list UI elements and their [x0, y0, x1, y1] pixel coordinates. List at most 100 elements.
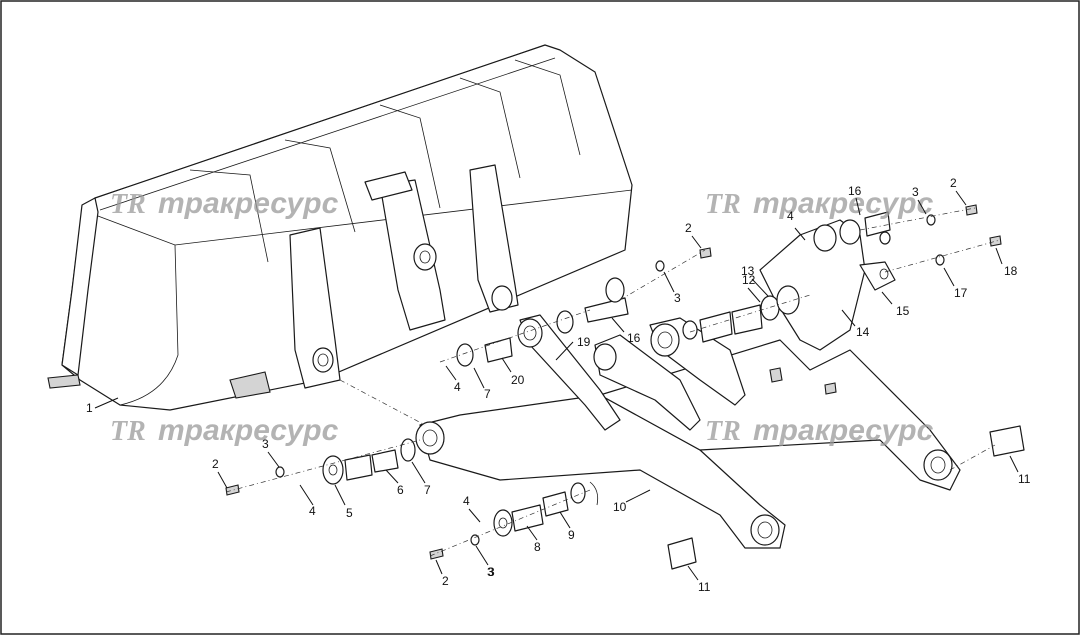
callout-number: 10	[613, 500, 627, 514]
callout-leader-line	[881, 291, 893, 305]
callout-3: 3	[262, 437, 280, 468]
callout-leader-line	[955, 190, 967, 206]
callout-leader-line	[995, 247, 1003, 265]
callout-leader-line	[217, 471, 228, 489]
watermark-bottom-left: TR тракресурс	[110, 414, 339, 447]
link-19	[517, 314, 701, 431]
callout-19: 19	[555, 335, 591, 361]
callout-number: 4	[454, 380, 461, 394]
callout-leader-line	[473, 367, 485, 389]
callout-number: 17	[954, 286, 968, 300]
callout-number: 18	[1004, 264, 1018, 278]
callout-12: 12	[742, 273, 761, 303]
callout-leader-line	[917, 199, 927, 215]
callout-14: 14	[841, 309, 870, 339]
pins-and-bushings	[225, 204, 1025, 570]
callout-leader-line	[691, 235, 702, 249]
callout-number: 14	[856, 325, 870, 339]
callout-4: 4	[299, 484, 316, 518]
callout-13: 13	[741, 264, 769, 297]
callout-leader-line	[751, 278, 769, 297]
callout-7: 7	[473, 367, 491, 401]
callout-number: 15	[896, 304, 910, 318]
callout-2: 2	[950, 176, 967, 206]
watermark-top-right: TR тракресурс	[705, 187, 934, 220]
watermark-text: тракресурс	[158, 414, 339, 447]
callout-2: 2	[212, 457, 228, 489]
callout-number: 12	[742, 273, 756, 287]
callout-4: 4	[787, 209, 806, 241]
callout-leader-line	[559, 511, 571, 529]
callout-3: 3	[488, 565, 495, 579]
callout-number: 7	[424, 483, 431, 497]
callout-leader-line	[794, 227, 806, 241]
callout-number: 2	[950, 176, 957, 190]
callout-number: 7	[484, 387, 491, 401]
callout-number: 2	[442, 574, 449, 588]
watermark-logo: TR	[110, 189, 146, 220]
watermark-logo: TR	[705, 189, 741, 220]
callout-leader-line	[385, 469, 399, 484]
callout-number: 3	[262, 437, 269, 451]
callout-8: 8	[526, 525, 541, 554]
callout-4: 4	[463, 494, 481, 523]
callout-3: 3	[663, 271, 681, 305]
tilt-lever	[649, 219, 896, 406]
callout-leader-line	[747, 287, 761, 303]
callout-leader-line	[611, 317, 625, 333]
callout-number: 5	[346, 506, 353, 520]
callout-3: 3	[475, 545, 494, 579]
callout-number: 3	[912, 185, 919, 199]
callout-leader-line	[94, 397, 119, 409]
callout-3: 3	[912, 185, 927, 215]
callout-leader-line	[299, 484, 314, 506]
callout-leader-line	[687, 565, 699, 581]
callout-4: 4	[445, 365, 461, 394]
callout-leader-line	[625, 489, 651, 503]
callout-9: 9	[559, 511, 575, 542]
callout-leader-line	[435, 559, 443, 575]
callout-18: 18	[995, 247, 1018, 278]
callout-leader-line	[943, 267, 955, 287]
callout-number: 11	[698, 580, 711, 594]
callout-number: 11	[1018, 472, 1031, 486]
callout-2: 2	[685, 221, 702, 249]
callout-10: 10	[613, 489, 651, 514]
callout-16: 16	[848, 184, 862, 216]
watermark-logo: TR	[705, 416, 741, 447]
callout-number: 9	[568, 528, 575, 542]
callout-15: 15	[881, 291, 910, 318]
callout-1: 1	[86, 397, 119, 415]
callout-leader-line	[1009, 455, 1019, 473]
callout-2: 2	[435, 559, 449, 588]
callout-20: 20	[501, 357, 525, 387]
callout-number: 4	[309, 504, 316, 518]
callout-leader-line	[334, 484, 346, 506]
callout-number: 3	[488, 565, 495, 579]
callout-number: 8	[534, 540, 541, 554]
callout-leader-line	[267, 451, 280, 468]
callout-number: 4	[787, 209, 794, 223]
bucket	[47, 44, 633, 411]
callout-leader-line	[663, 271, 675, 293]
callout-number: 2	[212, 457, 219, 471]
callout-number: 20	[511, 373, 525, 387]
callout-leader-line	[445, 365, 457, 381]
callout-7: 7	[411, 461, 431, 497]
callout-16: 16	[611, 317, 641, 345]
callout-leader-line	[468, 508, 481, 523]
callout-leader-line	[411, 461, 426, 484]
callout-leader-line	[855, 197, 861, 216]
watermark-logo: TR	[110, 416, 146, 447]
callout-leader-line	[555, 341, 574, 361]
callout-17: 17	[943, 267, 968, 300]
callout-number: 16	[848, 184, 862, 198]
watermark-bottom-right: TR тракресурс	[705, 414, 934, 447]
callout-number: 4	[463, 494, 470, 508]
centre-lines	[225, 207, 1001, 557]
callout-11: 11	[1009, 455, 1031, 486]
callout-11: 11	[687, 565, 711, 594]
